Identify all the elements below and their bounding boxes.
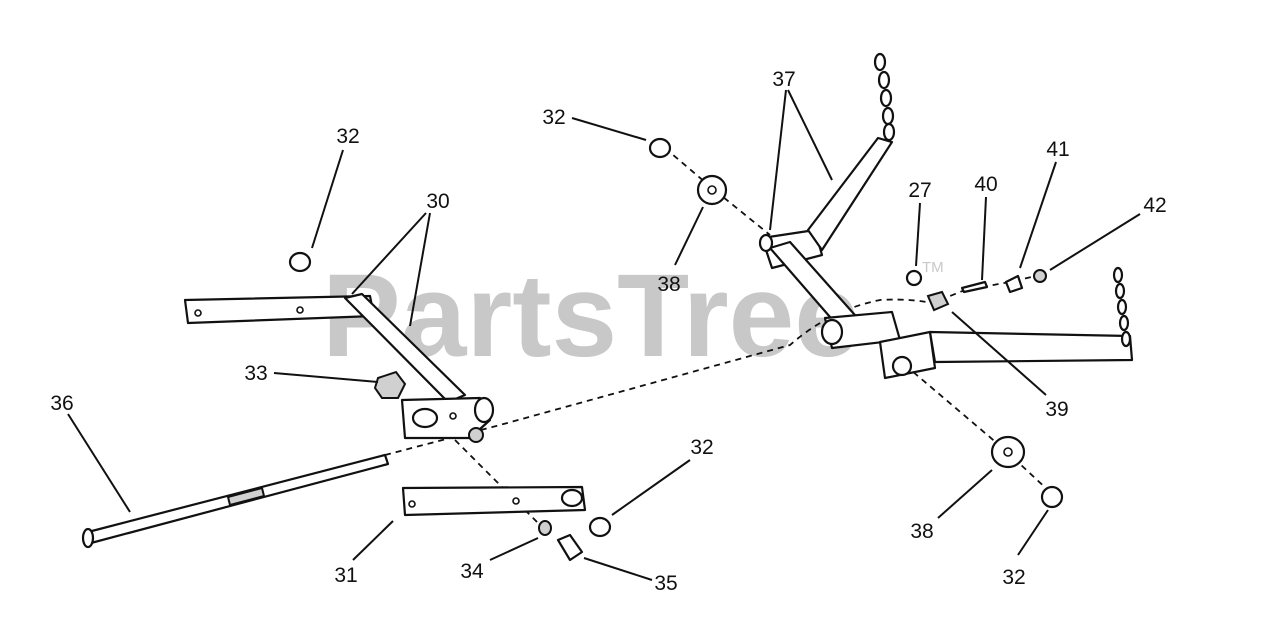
leader-38a [674, 206, 704, 266]
washer-32-bottom [588, 516, 612, 538]
leader-30-a [351, 212, 427, 295]
assembly-dashed-line-upper [664, 147, 771, 236]
callout-41: 41 [1046, 138, 1069, 161]
leader-38b [937, 469, 993, 519]
bolt-35 [556, 533, 584, 562]
callout-36: 36 [50, 392, 73, 415]
leader-32b [611, 459, 691, 516]
leader-39 [951, 311, 1047, 396]
lift-arm-30 [183, 292, 467, 404]
callout-38: 38 [910, 520, 933, 543]
washer-32-right [1040, 485, 1064, 509]
leader-27 [915, 202, 921, 267]
chain-lower [1112, 266, 1132, 348]
callout-31: 31 [334, 564, 357, 587]
washer-32-left [288, 251, 312, 273]
leader-32a [311, 149, 344, 249]
washer-38-bottom [990, 435, 1026, 469]
pin-40 [960, 280, 989, 294]
washer-32-top [648, 137, 672, 159]
leader-33 [273, 372, 379, 383]
callout-38: 38 [657, 273, 680, 296]
callout-27: 27 [908, 179, 931, 202]
leader-37-b [787, 89, 833, 181]
bracket-lower-right [820, 266, 1134, 380]
callout-33: 33 [244, 362, 267, 385]
leader-30-b [409, 212, 431, 327]
leader-32c [571, 117, 647, 141]
leader-31 [352, 520, 394, 561]
callout-34: 34 [460, 560, 484, 583]
bushing-41 [1004, 274, 1024, 294]
leader-36 [67, 413, 131, 513]
nut-33 [373, 370, 407, 399]
leader-35 [583, 557, 653, 581]
pin-39 [926, 290, 950, 312]
leader-41 [1019, 161, 1057, 269]
watermark-trademark: TM [922, 259, 944, 276]
washer-34 [538, 520, 552, 536]
assembly-dashed-line-pins [939, 274, 1041, 301]
leader-34 [489, 537, 539, 561]
nut-27 [905, 269, 923, 287]
callout-37: 37 [772, 68, 795, 91]
washer-38-top [696, 174, 728, 206]
callout-42: 42 [1143, 194, 1166, 217]
clip-42 [1033, 269, 1047, 283]
rod-36 [81, 453, 390, 549]
callout-32: 32 [542, 106, 565, 129]
callout-35: 35 [654, 572, 677, 595]
chain-upper [873, 52, 896, 142]
watermark-text: PartsTree [322, 250, 860, 382]
assembly-dashed-line-lower [904, 364, 1051, 493]
leader-42 [1049, 213, 1141, 271]
link-31 [401, 485, 587, 517]
callout-32: 32 [690, 436, 713, 459]
callout-32: 32 [1002, 566, 1025, 589]
callout-30: 30 [426, 190, 449, 213]
lift-plate-30 [400, 396, 495, 443]
callout-39: 39 [1045, 398, 1068, 421]
callout-32: 32 [336, 125, 359, 148]
callout-40: 40 [974, 173, 997, 196]
leader-32d [1017, 509, 1049, 556]
leader-37-a [769, 89, 787, 231]
leader-40 [981, 196, 987, 281]
assembly-dashed-line [384, 298, 941, 456]
